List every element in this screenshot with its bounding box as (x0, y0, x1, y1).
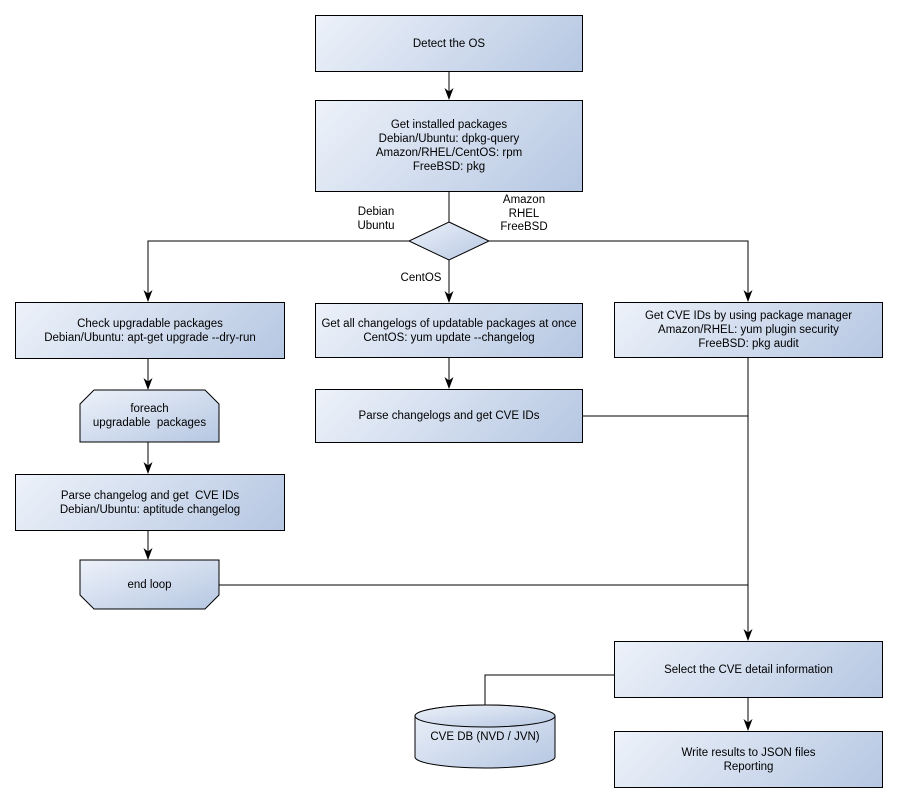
end-loop-shape (79, 559, 220, 610)
edge-label-debian-ubuntu: Debian Ubuntu (357, 206, 395, 232)
node-parse-changelogs-mid: Parse changelogs and get CVE IDs (315, 389, 583, 443)
database-cylinder (414, 704, 556, 769)
connector-lines (147, 72, 749, 730)
edge-label-centos: CentOS (400, 272, 442, 284)
node-get-installed-packages: Get installed packages Debian/Ubuntu: dp… (315, 100, 583, 192)
node-get-cve-ids-by-package-manager: Get CVE IDs by using package manager Ama… (614, 302, 883, 358)
node-check-upgradable-packages: Check upgradable packages Debian/Ubuntu:… (15, 302, 285, 359)
os-decision-diamond (407, 221, 491, 261)
node-select-cve-detail: Select the CVE detail information (614, 641, 883, 698)
node-cve-db-label: CVE DB (NVD / JVN) (430, 731, 540, 743)
foreach-loop-shape (79, 389, 220, 443)
node-detect-os: Detect the OS (315, 15, 583, 72)
arrowheads (143, 88, 753, 731)
node-foreach-upgradable-packages: foreach upgradable packages (92, 403, 207, 429)
node-get-all-changelogs: Get all changelogs of updatable packages… (315, 303, 583, 358)
edge-label-amazon-rhel-freebsd: Amazon RHEL FreeBSD (500, 194, 548, 233)
node-end-loop: end loop (127, 578, 172, 591)
node-parse-changelog-left: Parse changelog and get CVE IDs Debian/U… (15, 474, 285, 531)
node-write-results: Write results to JSON files Reporting (614, 731, 883, 788)
